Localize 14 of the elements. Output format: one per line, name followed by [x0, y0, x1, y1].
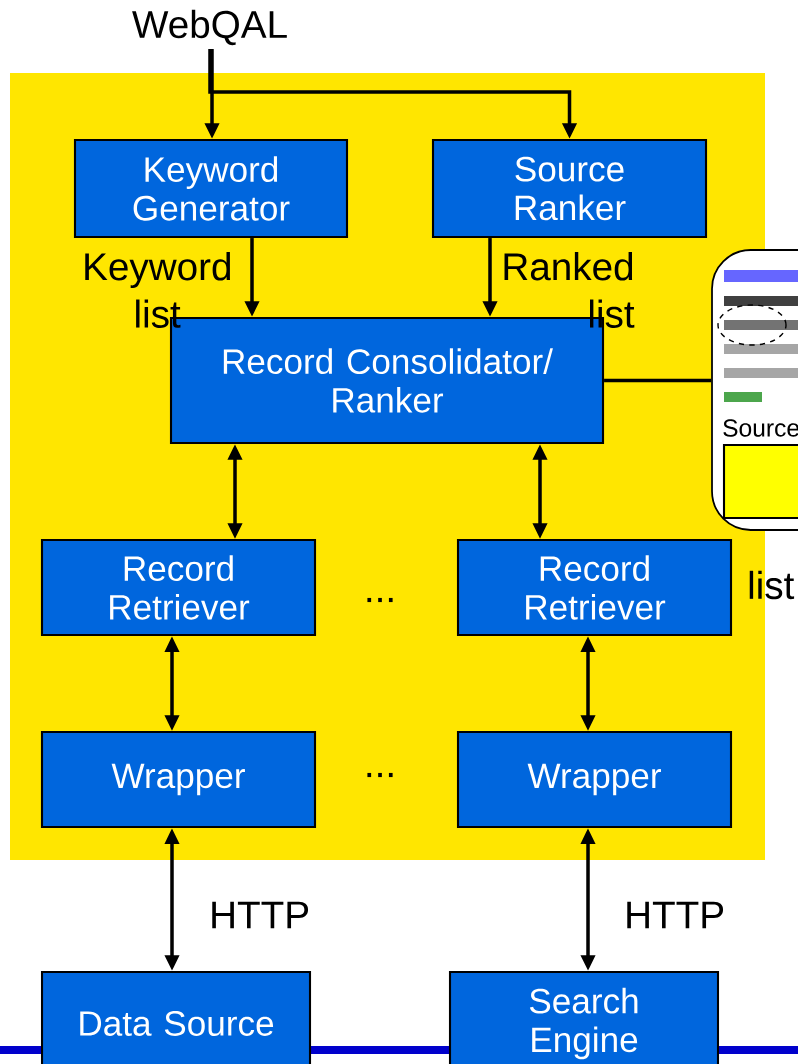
- process-box: Search Engine: [448, 970, 720, 1064]
- ellipsis-text: ...: [367, 772, 393, 778]
- edge-label: HTTP: [627, 901, 724, 929]
- search-box: [722, 443, 798, 520]
- ellipsis-text: ...: [367, 597, 393, 603]
- edge-label: HTTP: [212, 901, 308, 929]
- process-box: Wrapper: [40, 730, 317, 829]
- title-text: WebQAL: [132, 9, 287, 46]
- process-box: Record Retriever: [40, 538, 317, 637]
- process-box: Keyword Generator: [73, 138, 349, 239]
- process-box: Data Source: [40, 970, 312, 1064]
- process-box: Record Retriever: [456, 538, 733, 637]
- process-box: Wrapper: [456, 730, 733, 829]
- process-box: Source Ranker: [431, 138, 708, 239]
